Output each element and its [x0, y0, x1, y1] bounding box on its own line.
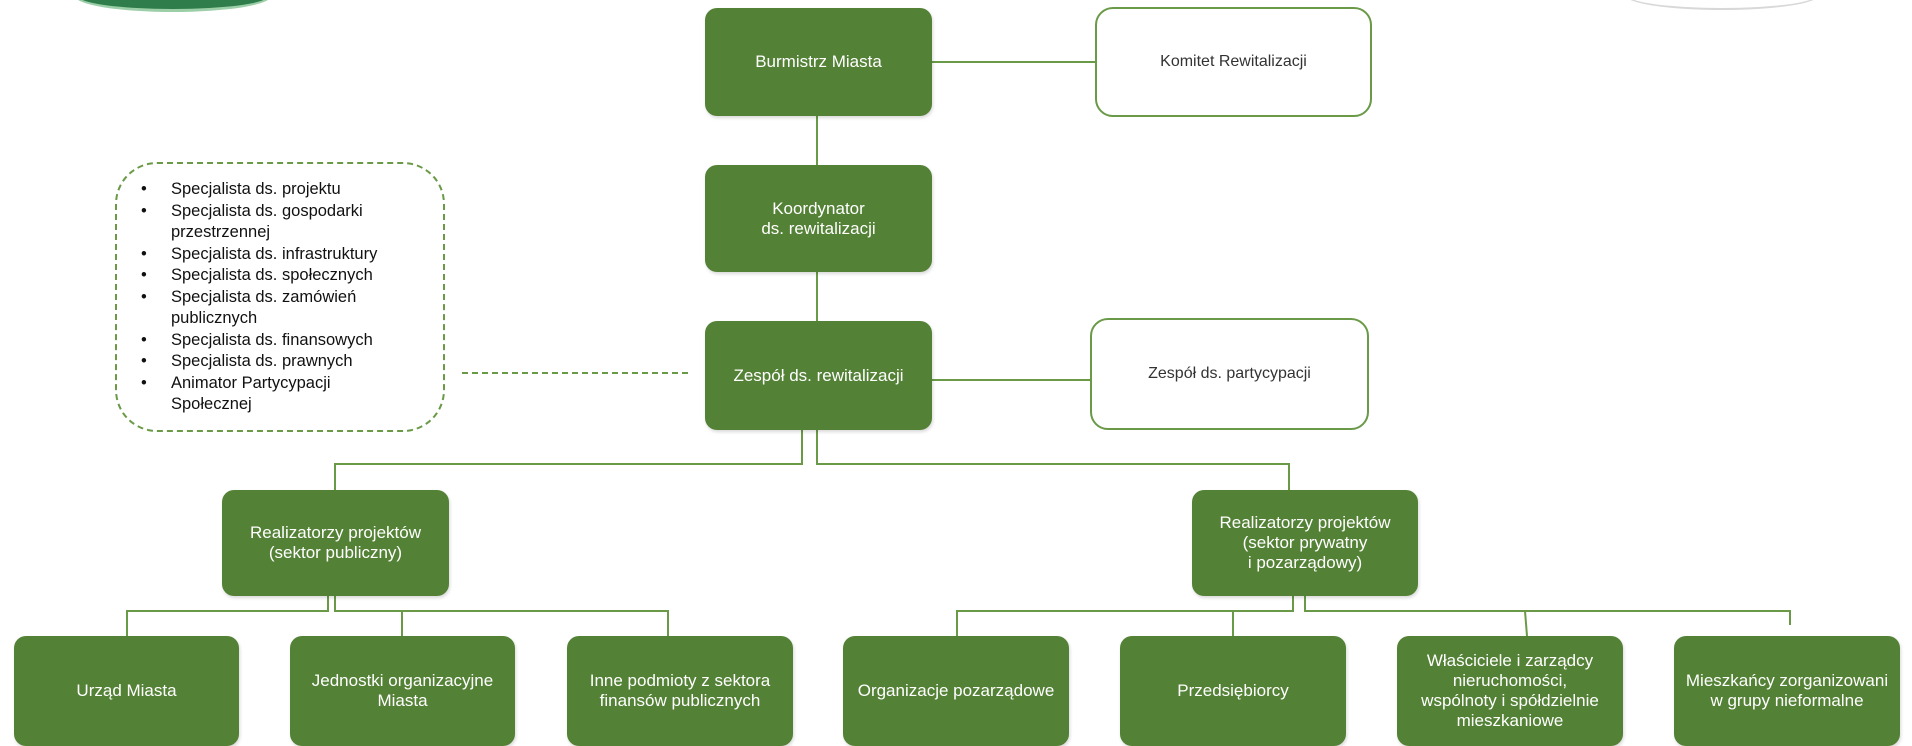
city-office-box: Urząd Miasta: [14, 636, 239, 746]
entrepreneurs-label: Przedsiębiorcy: [1177, 681, 1289, 700]
bullet-icon: •: [141, 373, 147, 392]
bullet-icon: •: [141, 287, 147, 306]
public-finance-label: Inne podmioty z sektora finansów publicz…: [589, 671, 771, 710]
public-implementers-box: Realizatorzy projektów (sektor publiczny…: [222, 490, 449, 596]
residents-box: Mieszkańcy zorganizowani w grupy nieform…: [1674, 636, 1900, 746]
ngos-label: Organizacje pozarządowe: [857, 681, 1055, 700]
committee-label: Komitet Rewitalizacji: [1160, 53, 1307, 70]
specialists-group: • Specjalista ds. projektu • Specjalista ds…: [115, 162, 445, 432]
owners-box: Właściciele i zarządcy nieruchomości, ws…: [1397, 636, 1623, 746]
participation-team-label: Zespół ds. partycypacji: [1148, 365, 1311, 382]
owners-label: Właściciele i zarządcy nieruchomości, ws…: [1421, 651, 1599, 730]
city-office-label: Urząd Miasta: [76, 681, 177, 700]
connector-public-units: [334, 596, 403, 636]
specialist-label: Specjalista ds. finansowych: [171, 330, 373, 349]
specialist-label: Specjalista ds. gospodarki przestrzennej: [171, 201, 363, 242]
bullet-icon: •: [141, 244, 147, 263]
specialist-item: • Specjalista ds. społecznych: [141, 265, 429, 287]
specialist-item: • Specjalista ds. finansowych: [141, 330, 429, 352]
public-implementers-label: Realizatorzy projektów (sektor publiczny…: [249, 523, 421, 562]
bullet-icon: •: [141, 266, 147, 284]
specialist-item: • Specjalista ds. infrastruktury: [141, 244, 429, 266]
specialist-label: Specjalista ds. zamówień publicznych: [171, 287, 357, 328]
coordinator-label: Koordynator ds. rewitalizacji: [761, 198, 876, 238]
public-finance-box: Inne podmioty z sektora finansów publicz…: [567, 636, 793, 746]
connector-private-ngos: [956, 596, 1294, 636]
specialist-label: Specjalista ds. społecznych: [171, 266, 373, 284]
coordinator-box: Koordynator ds. rewitalizacji: [705, 165, 932, 272]
specialist-label: Specjalista ds. prawnych: [171, 352, 353, 370]
connector-team-public: [334, 430, 803, 490]
bullet-icon: •: [141, 330, 147, 349]
connector-public-finance: [335, 610, 669, 636]
specialist-item: • Specjalista ds. gospodarki przestrzenne…: [141, 201, 429, 244]
specialist-label: Animator Partycypacji Społecznej: [171, 373, 331, 414]
connector-public-city-office: [126, 596, 329, 636]
specialist-item: • Specjalista ds. projektu: [141, 179, 429, 201]
bullet-icon: •: [141, 180, 147, 198]
participation-team-box: Zespół ds. partycypacji: [1090, 318, 1369, 430]
team-box: Zespół ds. rewitalizacji: [705, 321, 932, 430]
city-units-box: Jednostki organizacyjne Miasta: [290, 636, 515, 746]
connector-private-owners: [1304, 596, 1528, 637]
bullet-icon: •: [141, 201, 147, 220]
specialist-item: • Specjalista ds. zamówień publicznych: [141, 287, 429, 330]
specialist-item: • Animator Partycypacji Społecznej: [141, 373, 429, 416]
specialists-list: • Specjalista ds. projektu • Specjalista ds…: [141, 179, 429, 416]
specialist-item: • Specjalista ds. prawnych: [141, 351, 429, 373]
connector-private-residents: [1525, 610, 1791, 625]
private-implementers-label: Realizatorzy projektów (sektor prywatny …: [1219, 513, 1391, 572]
residents-label: Mieszkańcy zorganizowani w grupy nieform…: [1685, 671, 1889, 710]
bullet-icon: •: [141, 352, 147, 370]
city-units-label: Jednostki organizacyjne Miasta: [311, 671, 494, 710]
specialist-label: Specjalista ds. projektu: [171, 180, 341, 198]
ngos-box: Organizacje pozarządowe: [843, 636, 1069, 746]
specialist-label: Specjalista ds. infrastruktury: [171, 244, 378, 263]
connector-team-private: [816, 430, 1290, 490]
mayor-label: Burmistrz Miasta: [755, 52, 882, 71]
committee-box: Komitet Rewitalizacji: [1095, 7, 1372, 117]
team-label: Zespół ds. rewitalizacji: [733, 365, 904, 385]
mayor-box: Burmistrz Miasta: [705, 8, 932, 116]
private-implementers-box: Realizatorzy projektów (sektor prywatny …: [1192, 490, 1418, 596]
entrepreneurs-box: Przedsiębiorcy: [1120, 636, 1346, 746]
